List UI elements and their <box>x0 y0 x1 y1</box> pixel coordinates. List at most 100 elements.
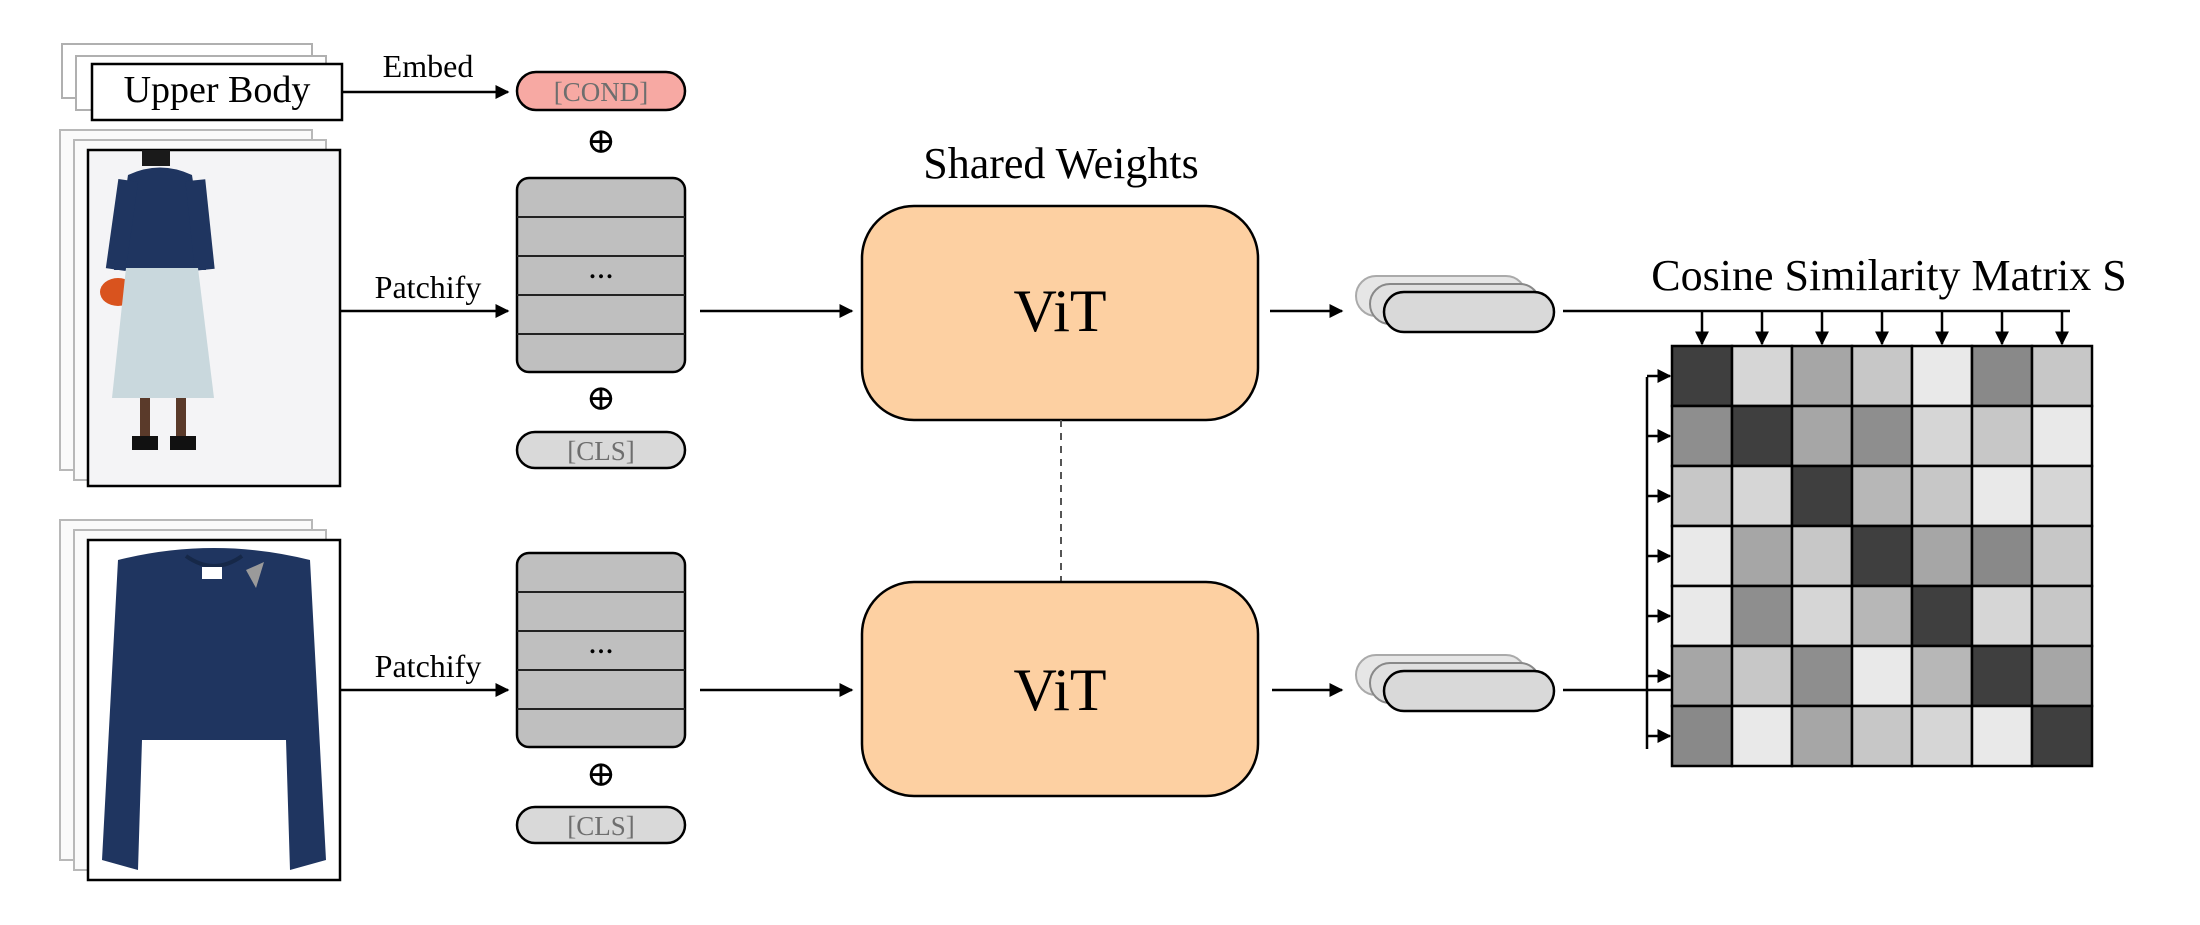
matrix-cell-r5-c2 <box>1730 584 1794 648</box>
vit-encoder-bottom <box>860 580 1260 798</box>
matrix-cell-r4-c7 <box>2030 524 2094 588</box>
matrix-cell-r4-c4 <box>1850 524 1914 588</box>
model-sweater <box>114 167 206 270</box>
matrix-cell-r6-c4 <box>1850 644 1914 708</box>
column-arrows <box>1695 311 2069 346</box>
token-stack-top-box <box>515 176 687 374</box>
matrix-cell-r3-c2 <box>1730 464 1794 528</box>
matrix-title: Cosine Similarity Matrix S <box>1651 251 2126 300</box>
matrix-cell-r2-c4 <box>1850 404 1914 468</box>
sweater-collar <box>184 554 244 568</box>
model-image-stack <box>59 129 342 488</box>
matrix-cell-r2-c2 <box>1730 404 1794 468</box>
matrix-cell-r4-c2 <box>1730 524 1794 588</box>
matrix-cell-r2-c5 <box>1910 404 1974 468</box>
embedding-front <box>1382 669 1556 713</box>
condition-box <box>90 62 344 122</box>
oplus-top-2: ⊕ <box>586 378 616 418</box>
matrix-cell-r3-c5 <box>1910 464 1974 528</box>
matrix-cell-r5-c5 <box>1910 584 1974 648</box>
embed-label: Embed <box>383 48 474 84</box>
ellipsis-bottom: ... <box>588 624 614 661</box>
cond-token-label: [COND] <box>554 77 649 107</box>
embedding-stack-top <box>1355 275 1556 334</box>
cls-label-bottom: [CLS] <box>567 811 635 841</box>
matrix-cell-r1-c1 <box>1670 344 1734 408</box>
matrix-cell-r3-c6 <box>1970 464 2034 528</box>
matrix-cell-r2-c7 <box>2030 404 2094 468</box>
embedding-front <box>1382 290 1556 334</box>
matrix-cell-r4-c1 <box>1670 524 1734 588</box>
matrix-cell-r7-c5 <box>1910 704 1974 768</box>
cls-token-top <box>515 430 687 470</box>
matrix-cell-r3-c4 <box>1850 464 1914 528</box>
oplus-top-1: ⊕ <box>586 121 616 161</box>
matrix-cell-r4-c5 <box>1910 524 1974 588</box>
matrix-cell-r6-c7 <box>2030 644 2094 708</box>
matrix-cell-r1-c5 <box>1910 344 1974 408</box>
model-skirt <box>112 268 214 398</box>
embedding-stack-bottom <box>1355 654 1556 713</box>
model-hair <box>142 150 170 166</box>
patchify-label-top: Patchify <box>375 269 482 305</box>
matrix-cell-r5-c6 <box>1970 584 2034 648</box>
matrix-cell-r7-c3 <box>1790 704 1854 768</box>
matrix-cell-r6-c1 <box>1670 644 1734 708</box>
vit-label-top: ViT <box>1013 278 1106 344</box>
matrix-cell-r2-c3 <box>1790 404 1854 468</box>
model-right-leg <box>176 398 186 438</box>
patchify-label-bottom: Patchify <box>375 648 482 684</box>
matrix-cell-r6-c6 <box>1970 644 2034 708</box>
matrix-cell-r1-c2 <box>1730 344 1794 408</box>
cls-token-bottom <box>515 805 687 845</box>
vit-label-bottom: ViT <box>1013 657 1106 723</box>
token-stack-bottom: ... <box>515 551 687 749</box>
model-photo-icon <box>100 150 215 450</box>
matrix-cell-r5-c1 <box>1670 584 1734 648</box>
matrix-cell-r7-c6 <box>1970 704 2034 768</box>
cond-token <box>515 70 687 112</box>
cls-label-top: [CLS] <box>567 436 635 466</box>
matrix-cell-r7-c7 <box>2030 704 2094 768</box>
model-left-leg <box>140 398 150 438</box>
matrix-cell-r7-c4 <box>1850 704 1914 768</box>
model-right-shoe <box>170 436 196 450</box>
matrix-cell-r4-c6 <box>1970 524 2034 588</box>
matrix-cell-r1-c6 <box>1970 344 2034 408</box>
matrix-cell-r5-c4 <box>1850 584 1914 648</box>
model-left-shoe <box>132 436 158 450</box>
matrix-cell-r3-c7 <box>2030 464 2094 528</box>
matrix-cell-r2-c1 <box>1670 404 1734 468</box>
matrix-cell-r6-c3 <box>1790 644 1854 708</box>
garment-image-stack <box>59 519 342 882</box>
matrix-cell-r5-c3 <box>1790 584 1854 648</box>
ellipsis-top: ... <box>588 249 614 286</box>
condition-text-stack: Upper Body <box>61 43 344 122</box>
matrix-cell-r5-c7 <box>2030 584 2094 648</box>
model-right-arm <box>185 179 215 271</box>
shared-weights-label: Shared Weights <box>923 139 1199 188</box>
matrix-cell-r1-c4 <box>1850 344 1914 408</box>
matrix-cell-r7-c2 <box>1730 704 1794 768</box>
matrix-cell-r3-c3 <box>1790 464 1854 528</box>
matrix-cell-r4-c3 <box>1790 524 1854 588</box>
row-arrows <box>1647 369 1672 743</box>
matrix-cell-r2-c6 <box>1970 404 2034 468</box>
model-left-arm <box>105 179 139 271</box>
token-stack-bottom-box <box>515 551 687 749</box>
matrix-cell-r3-c1 <box>1670 464 1734 528</box>
matrix-cell-r6-c5 <box>1910 644 1974 708</box>
matrix-cell-r1-c3 <box>1790 344 1854 408</box>
oplus-bottom: ⊕ <box>586 754 616 794</box>
matrix-cell-r6-c2 <box>1730 644 1794 708</box>
sweater-brooch <box>246 562 264 588</box>
similarity-matrix <box>1670 344 2094 768</box>
sweater-icon <box>102 548 326 870</box>
condition-label: Upper Body <box>124 69 311 111</box>
sweater-tag <box>202 567 222 579</box>
matrix-cell-r1-c7 <box>2030 344 2094 408</box>
matrix-cell-r7-c1 <box>1670 704 1734 768</box>
token-stack-top: ... <box>515 176 687 374</box>
